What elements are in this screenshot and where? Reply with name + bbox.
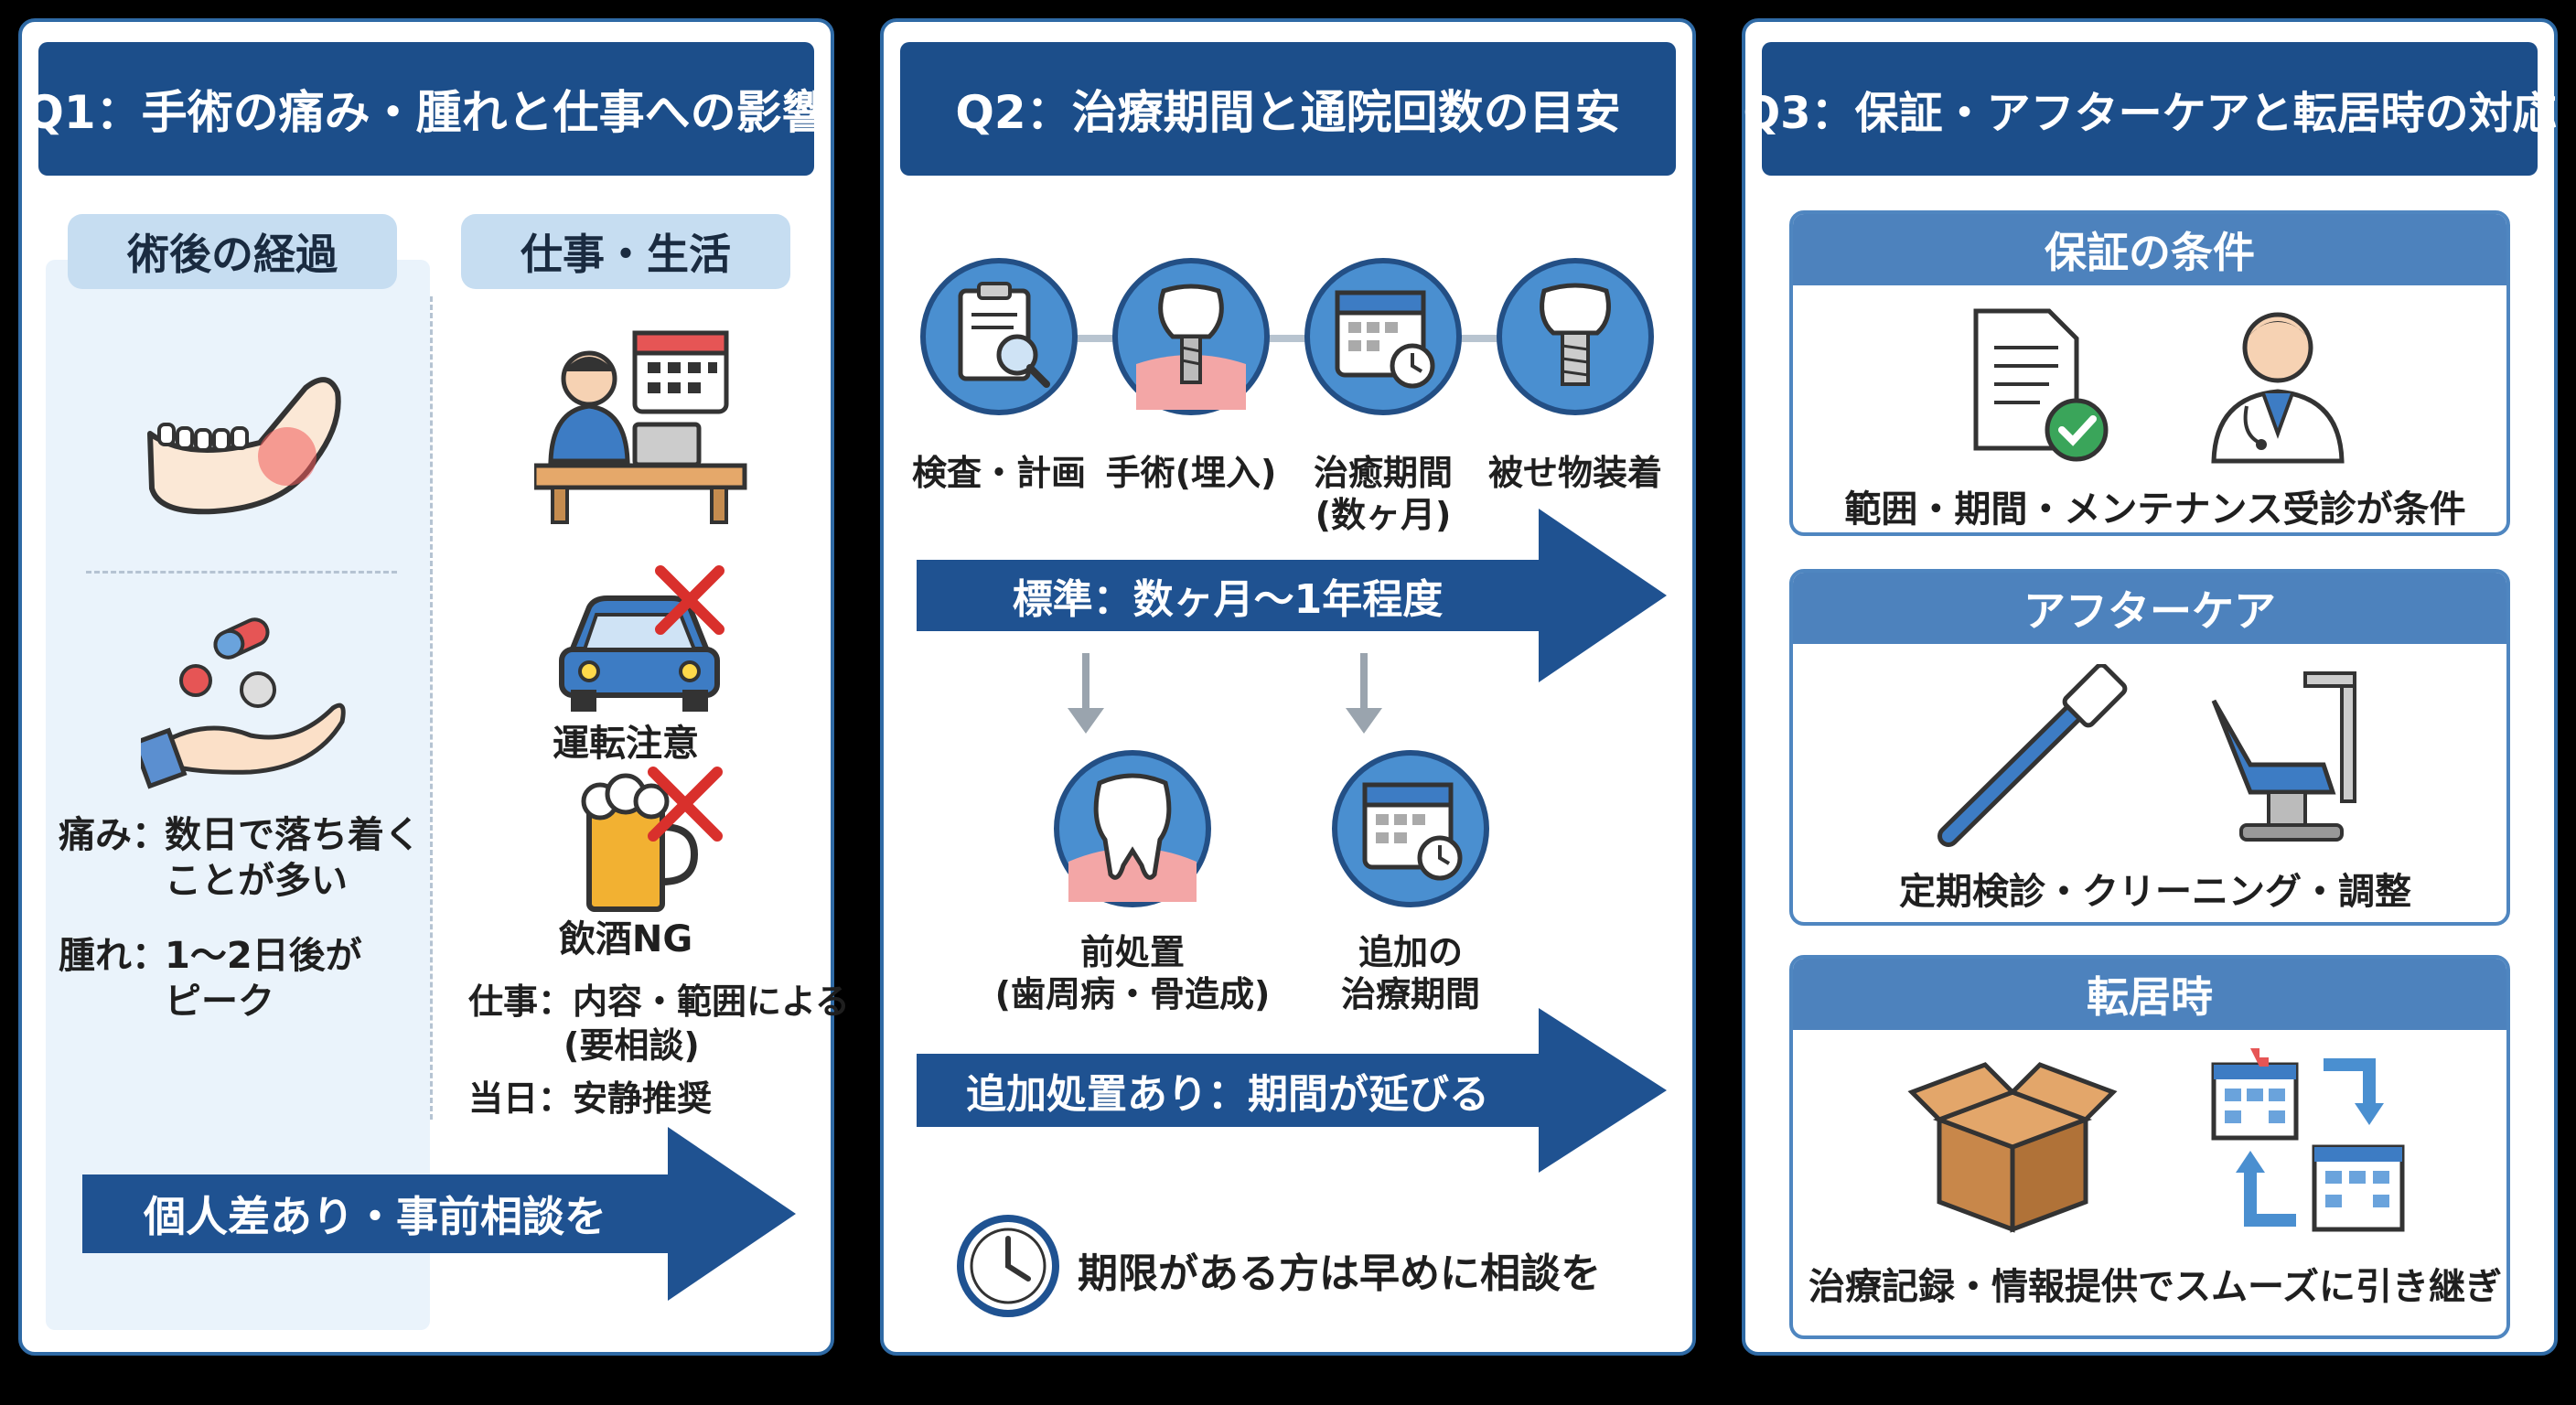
hospital-transfer-icon	[2211, 1048, 2405, 1232]
car-driving-icon	[559, 565, 724, 712]
standard-arrow-shape	[917, 509, 1667, 682]
deadline-note: 期限がある方は早めに相談を	[1078, 1250, 1601, 1297]
aftercare-text: 定期検診・クリーニング・調整	[1899, 871, 2411, 913]
moving-section: 転居時 治療記録・情報提供でスムーズに引き継ぎ	[1789, 955, 2510, 1339]
pretreatment-circle	[1054, 750, 1211, 907]
pain-label: 痛み：	[59, 814, 168, 856]
recovery-header: 術後の経過	[68, 214, 397, 289]
extra-period-label: 追加の	[1358, 932, 1464, 972]
pretreatment-label: 前処置	[1079, 932, 1186, 972]
cardboard-box-icon	[1907, 1062, 2118, 1233]
same-day-note: 当日：安静推奨	[468, 1078, 713, 1119]
step-label-crown: 被せ物装着	[1487, 453, 1663, 493]
aftercare-header: アフターケア	[1793, 573, 2506, 644]
calendar-clock-icon-2	[1362, 782, 1463, 881]
pain-text-2: ことが多い	[165, 860, 348, 902]
jaw-pain-icon	[147, 377, 341, 515]
gum-tooth-icon	[1068, 773, 1197, 902]
q3-title: Q3：保証・アフターケアと転居時の対応	[1743, 42, 2557, 176]
moving-text: 治療記録・情報提供でスムーズに引き継ぎ	[1809, 1266, 2502, 1308]
implant-crown-icon	[1540, 283, 1611, 386]
work-note-sub: (要相談)	[564, 1025, 700, 1066]
step-label-healing: 治癒期間	[1313, 453, 1454, 493]
pain-text-1: 数日で落ち着く	[165, 814, 421, 856]
step-label-healing-sub: (数ヶ月)	[1315, 495, 1452, 535]
step-label-exam: 検査・計画	[911, 453, 1087, 493]
moving-header: 転居時	[1793, 959, 2506, 1030]
q1-panel: Q1：手術の痛み・腫れと仕事への影響 術後の経過 仕事・生活 痛み： 数日で落ち…	[18, 18, 850, 1356]
pretreatment-sub: (歯周病・骨造成)	[994, 974, 1271, 1014]
work-note: 仕事：内容・範囲による	[468, 981, 850, 1022]
extra-arrow-label: 追加処置あり：期間が延びる	[966, 1071, 1489, 1118]
steps-connector	[984, 335, 1588, 342]
q2-title: Q2：治療期間と通院回数の目安	[900, 42, 1676, 176]
work-life-header: 仕事・生活	[461, 214, 790, 289]
standard-arrow-label: 標準：数ヶ月〜1年程度	[1012, 576, 1444, 623]
clipboard-magnifier-icon	[958, 282, 1050, 388]
warranty-header: 保証の条件	[1793, 214, 2506, 285]
step-surgery-circle	[1112, 258, 1270, 415]
painkiller-hand-icon	[141, 617, 346, 789]
toothbrush-icon	[1937, 664, 2128, 847]
step-crown-circle	[1497, 258, 1654, 415]
office-worker-icon	[534, 330, 747, 524]
swelling-text-2: ピーク	[165, 981, 274, 1023]
column-divider	[430, 296, 433, 1120]
q1-arrow-label: 個人差あり・事前相談を	[144, 1192, 606, 1241]
warranty-text: 範囲・期間・メンテナンス受診が条件	[1844, 488, 2466, 531]
swelling-label: 腫れ：	[59, 935, 168, 977]
swelling-text-1: 1〜2日後が	[165, 935, 362, 977]
beer-alcohol-icon	[581, 767, 723, 912]
warranty-section: 保証の条件 範囲・期間・メンテナンス受診が条件	[1789, 210, 2510, 536]
q1-arrow-shape	[82, 1127, 796, 1301]
down-arrow-left	[1068, 653, 1104, 734]
q1-title: Q1：手術の痛み・腫れと仕事への影響	[25, 42, 828, 176]
clock-icon	[957, 1215, 1059, 1317]
dental-chair-icon	[2211, 671, 2356, 842]
extra-period-sub: 治療期間	[1340, 974, 1481, 1014]
extra-period-circle	[1332, 750, 1489, 907]
alcohol-ng: 飲酒NG	[558, 918, 693, 960]
step-exam-circle	[920, 258, 1078, 415]
implant-tooth-icon	[1136, 284, 1246, 410]
q3-panel: Q3：保証・アフターケアと転居時の対応 保証の条件 範囲・期間・メンテナンス受診…	[1742, 18, 2558, 1356]
calendar-clock-icon	[1335, 290, 1435, 389]
driving-caution: 運転注意	[553, 723, 699, 765]
aftercare-section: アフターケア 定期検診・クリーニング・調整	[1789, 569, 2510, 926]
document-check-icon	[1973, 308, 2109, 462]
down-arrow-right	[1346, 653, 1382, 734]
section-divider	[86, 571, 397, 574]
step-label-surgery: 手術(埋入)	[1105, 453, 1277, 493]
doctor-icon	[2211, 312, 2345, 464]
q2-panel: Q2：治療期間と通院回数の目安 検査・計画 手術(埋入)	[880, 18, 1696, 1356]
step-healing-circle	[1304, 258, 1462, 415]
extra-arrow-shape	[917, 1008, 1667, 1173]
